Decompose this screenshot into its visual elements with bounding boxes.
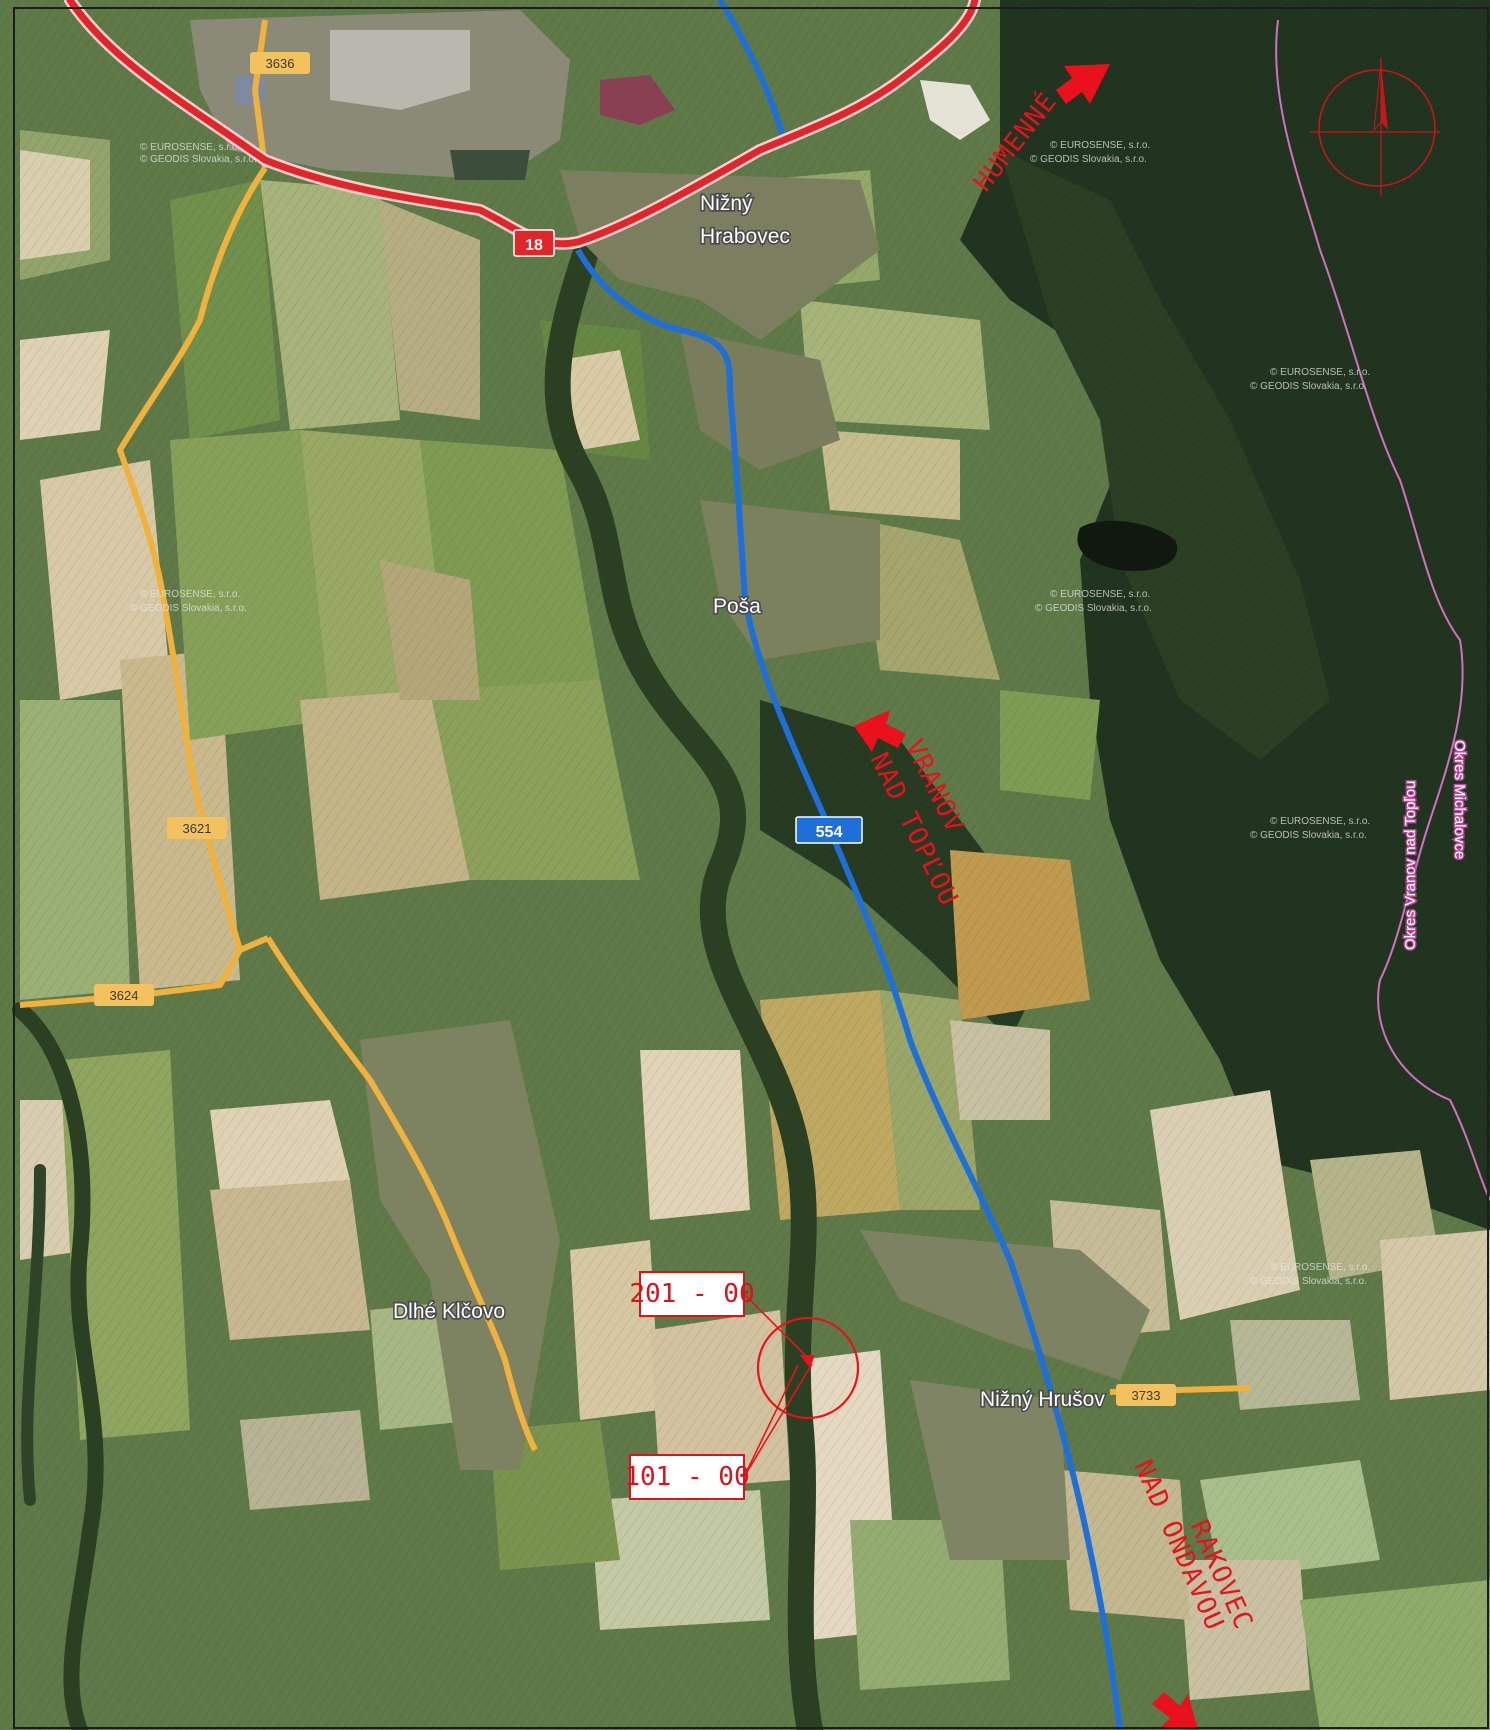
lagoon: [450, 150, 530, 180]
road-badge-18: 18: [513, 229, 555, 257]
copyright-line-2: © GEODIS Slovakia, s.r.o.: [1030, 154, 1147, 165]
road-badge-3624-label: 3624: [110, 988, 139, 1003]
copyright-line-2: © GEODIS Slovakia, s.r.o.: [130, 603, 247, 614]
river-vegetation: [12, 1002, 104, 1730]
road-18: [66, 0, 979, 248]
place-label-dlhe-klcovo: Dlhé Klčovo: [393, 1300, 505, 1323]
village-area: [910, 1380, 1070, 1560]
copyright-line-1: © EUROSENSE, s.r.o.: [1050, 589, 1150, 600]
copyright-watermark: © EUROSENSE, s.r.o. © GEODIS Slovakia, s…: [1250, 1262, 1370, 1287]
place-label-nizny-hrabovec-line2: Hrabovec: [700, 225, 790, 248]
place-label-nizny-hrabovec-line1: Nižný: [700, 192, 753, 215]
river-vegetation: [21, 1164, 46, 1506]
copyright-line-1: © EUROSENSE, s.r.o.: [140, 142, 240, 153]
copyright-line-2: © GEODIS Slovakia, s.r.o.: [1250, 1276, 1367, 1287]
map-frame: [13, 7, 1489, 1729]
callout-201-00: 201 - 00: [629, 1271, 755, 1317]
road-badge-554: 554: [795, 816, 863, 844]
water-body: [1077, 520, 1178, 571]
road-badge-3621: 3621: [167, 817, 227, 839]
road-badge-3621-label: 3621: [183, 821, 212, 836]
road-badge-3624: 3624: [94, 984, 154, 1006]
copyright-watermark: © EUROSENSE, s.r.o. © GEODIS Slovakia, s…: [1250, 367, 1370, 392]
road-3621-south: [265, 936, 538, 1452]
road-3636: [252, 19, 268, 169]
copyright-line-1: © EUROSENSE, s.r.o.: [140, 589, 240, 600]
copyright-watermark: © EUROSENSE, s.r.o. © GEODIS Slovakia, s…: [1030, 140, 1150, 165]
callout-201-label: 201 - 00: [629, 1279, 754, 1309]
project-site-marker: [743, 1293, 860, 1478]
direction-arrow-icon: [854, 710, 906, 752]
callout-101-00: 101 - 00: [624, 1454, 750, 1500]
village-area: [700, 500, 880, 660]
callout-101-label: 101 - 00: [624, 1462, 749, 1492]
copyright-line-2: © GEODIS Slovakia, s.r.o.: [140, 154, 257, 165]
road-badge-3636: 3636: [250, 52, 310, 74]
road-3621: [117, 166, 268, 951]
copyright-watermark: © EUROSENSE, s.r.o. © GEODIS Slovakia, s…: [1250, 816, 1370, 841]
river-vegetation: [544, 227, 823, 1730]
north-arrow-icon: [1310, 58, 1440, 196]
road-badge-18-label: 18: [525, 237, 543, 254]
district-label-vranov: Okres Vranov nad Topľou: [1402, 781, 1419, 950]
copyright-watermark: © EUROSENSE, s.r.o. © GEODIS Slovakia, s…: [130, 589, 247, 614]
place-label-posa: Poša: [713, 595, 761, 618]
copyright-line-1: © EUROSENSE, s.r.o.: [1270, 367, 1370, 378]
road-badge-554-label: 554: [816, 824, 843, 841]
copyright-line-1: © EUROSENSE, s.r.o.: [1270, 816, 1370, 827]
industrial-buildings: [330, 30, 470, 110]
copyright-line-2: © GEODIS Slovakia, s.r.o.: [1035, 603, 1152, 614]
road-badge-3733-label: 3733: [1132, 1388, 1161, 1403]
copyright-watermark: © EUROSENSE, s.r.o. © GEODIS Slovakia, s…: [1035, 589, 1152, 614]
industrial-buildings: [235, 75, 265, 105]
road-badge-3636-label: 3636: [266, 56, 295, 71]
direction-arrow-icon: [1056, 64, 1110, 104]
copyright-line-2: © GEODIS Slovakia, s.r.o.: [1250, 830, 1367, 841]
road-badge-3733: 3733: [1116, 1384, 1176, 1406]
copyright-watermark: © EUROSENSE, s.r.o. © GEODIS Slovakia, s…: [140, 142, 257, 165]
lagoon: [600, 75, 675, 125]
quarry: [920, 80, 990, 140]
copyright-line-1: © EUROSENSE, s.r.o.: [1270, 1262, 1370, 1273]
copyright-line-2: © GEODIS Slovakia, s.r.o.: [1250, 381, 1367, 392]
district-border: [1275, 19, 1490, 1201]
direction-arrow-icon: [1152, 1692, 1198, 1730]
village-area: [680, 330, 840, 470]
road-554: [575, 0, 1123, 1730]
place-label-nizny-hrusov: Nižný Hrušov: [980, 1388, 1105, 1411]
village-area: [360, 1020, 560, 1470]
district-label-michalovce: Okres Michalovce: [1451, 740, 1468, 859]
copyright-line-1: © EUROSENSE, s.r.o.: [1050, 140, 1150, 151]
village-area: [860, 1230, 1150, 1380]
